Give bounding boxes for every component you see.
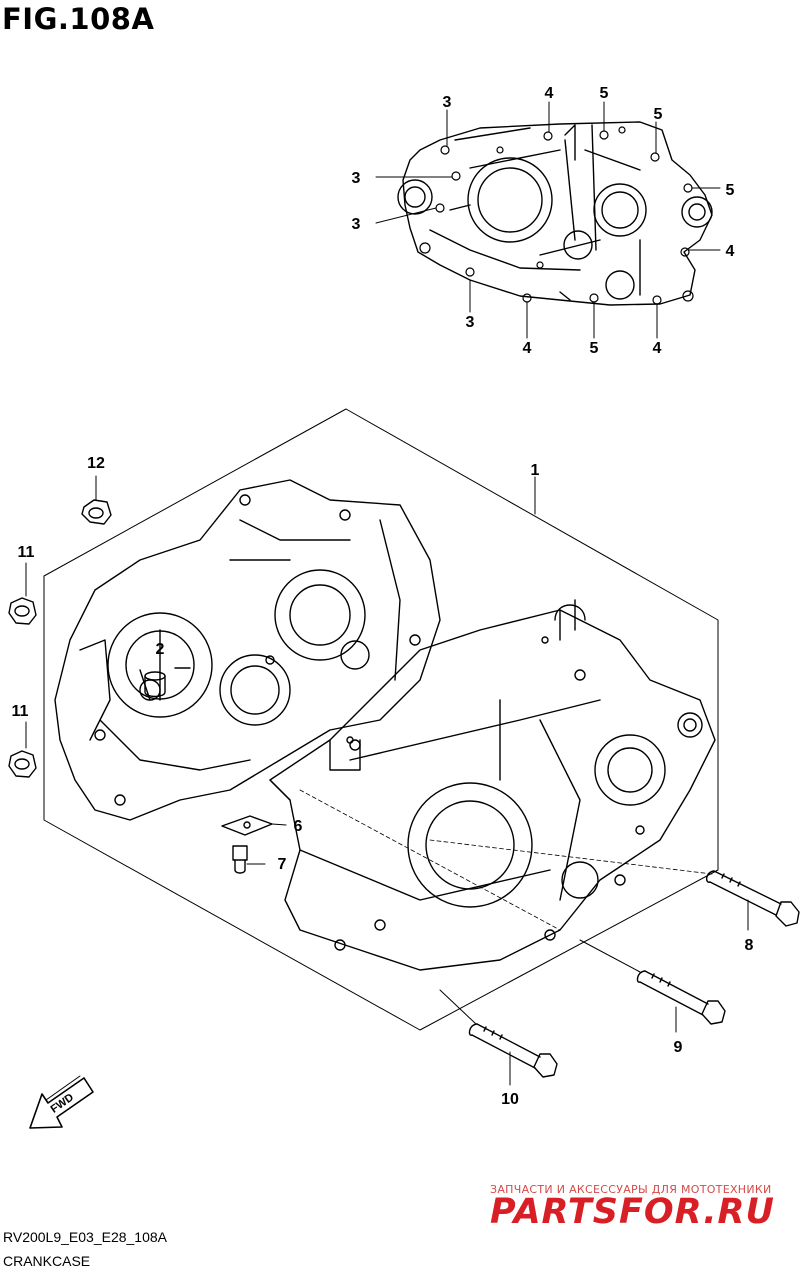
- callout-3-left-lower: 3: [352, 216, 361, 233]
- bolt-10: [468, 1023, 558, 1078]
- bolt-9: [636, 970, 726, 1025]
- dashed-guides: [299, 789, 713, 931]
- screw-7: [232, 845, 248, 874]
- callout-11-lower: 11: [12, 703, 29, 720]
- callout-11-upper: 11: [18, 544, 35, 561]
- callout-4-top: 4: [545, 85, 554, 102]
- callout-5-bottom: 5: [590, 340, 599, 357]
- callout-5-top-right: 5: [654, 106, 663, 123]
- callout-8: 8: [745, 937, 754, 954]
- callout-4-bottom-right: 4: [653, 340, 662, 357]
- callout-9: 9: [674, 1039, 683, 1056]
- leader-lines: [25, 475, 749, 1086]
- stopper-plate: [221, 815, 273, 836]
- watermark-brand: PARTSFOR.RU: [490, 1192, 775, 1232]
- callout-5-right: 5: [726, 182, 735, 199]
- callout-6: 6: [294, 818, 303, 835]
- callout-12: 12: [87, 455, 105, 472]
- callout-2: 2: [156, 641, 165, 658]
- nut-12: [81, 499, 112, 525]
- callout-7: 7: [278, 856, 287, 873]
- callout-5-top: 5: [600, 85, 609, 102]
- crankcase-left-half: [54, 479, 441, 821]
- callout-4-bottom-left: 4: [523, 340, 532, 357]
- dowel-pin: [144, 671, 166, 698]
- callout-1: 1: [531, 462, 540, 479]
- callout-3-left-upper: 3: [352, 170, 361, 187]
- callout-3-bottom: 3: [466, 314, 475, 331]
- callout-4-right: 4: [726, 243, 735, 260]
- figure-name: CRANKCASE: [3, 1253, 91, 1269]
- nut-11-upper: [8, 597, 37, 625]
- bolt-position-leaders: [375, 101, 721, 339]
- watermark-subtitle: ЗАПЧАСТИ И АКСЕССУАРЫ ДЛЯ МОТОТЕХНИКИ: [490, 1183, 772, 1196]
- crankcase-right-half: [269, 599, 716, 971]
- bolt-8: [705, 870, 800, 927]
- assembly-bounding-box: [43, 408, 719, 1031]
- figure-title: FIG.108A: [2, 2, 155, 36]
- callout-10: 10: [501, 1091, 519, 1108]
- callout-3-top: 3: [443, 94, 452, 111]
- bolt-position-view: [397, 121, 713, 306]
- fwd-arrow: [29, 1075, 94, 1129]
- figure-code: RV200L9_E03_E28_108A: [3, 1229, 168, 1245]
- nut-11-lower: [8, 750, 37, 778]
